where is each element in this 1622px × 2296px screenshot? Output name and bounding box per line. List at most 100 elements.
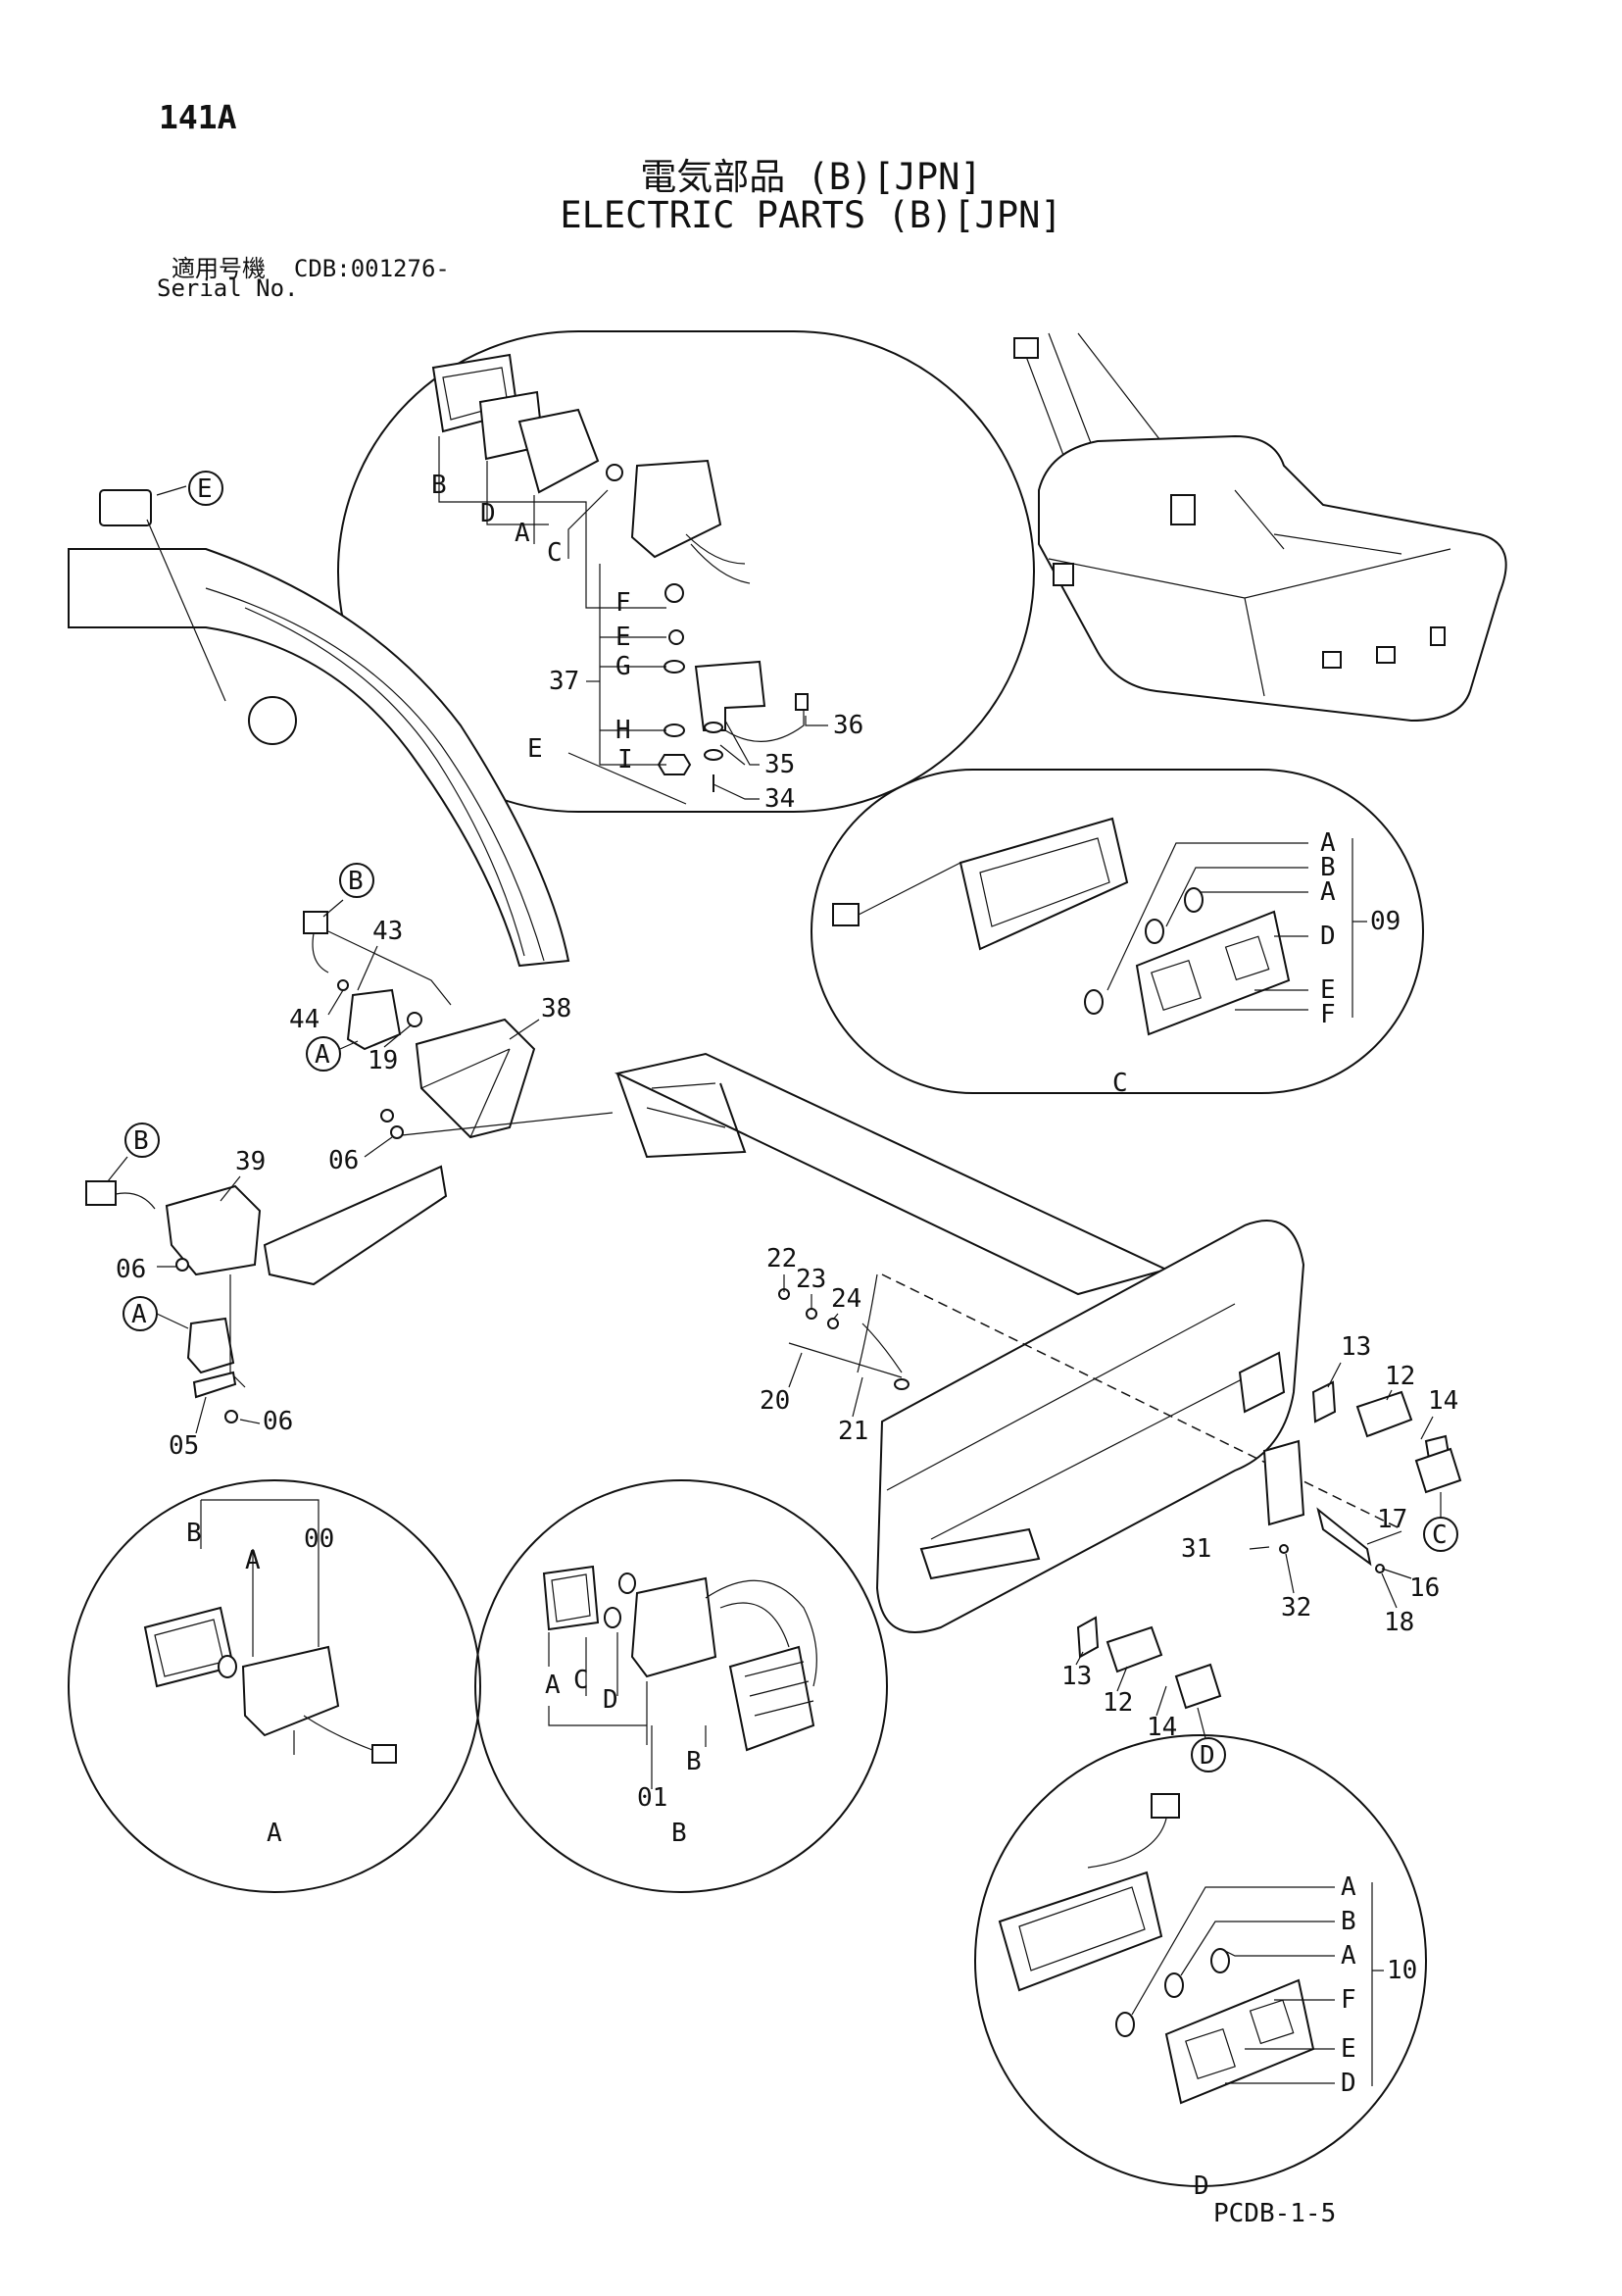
- main-frame: [263, 1052, 1169, 1296]
- c-bulb-1: [1084, 989, 1104, 1015]
- label-31: 31: [1181, 1534, 1211, 1564]
- b-bulb-2: [604, 1607, 621, 1628]
- label-12-right: 12: [1385, 1362, 1415, 1391]
- cover-12-lower: [1106, 1625, 1163, 1673]
- a-bulb: [218, 1655, 237, 1678]
- label-00: 00: [304, 1524, 334, 1554]
- detail-a: B A 00 A: [68, 1479, 481, 1893]
- e-letter-h: H: [615, 716, 631, 745]
- bulb-part: [606, 464, 623, 481]
- c-letter-d: D: [1320, 922, 1336, 951]
- d-bulb-1: [1115, 2012, 1135, 2037]
- boom-assembly: E: [68, 471, 570, 968]
- d-bulb-3: [1210, 1948, 1230, 1973]
- label-12-lower: 12: [1103, 1688, 1133, 1718]
- serial-label-japanese: 適用号機: [172, 255, 266, 282]
- callout-a-lower: A: [131, 1300, 147, 1329]
- washer-h: [664, 724, 685, 737]
- grommet-part: [795, 693, 809, 711]
- a-letter-b: B: [186, 1519, 202, 1548]
- callout-b-upper: B: [348, 867, 364, 896]
- e-letter-f: F: [615, 588, 631, 618]
- c-letter-b: B: [1320, 853, 1336, 882]
- serial-value: CDB:001276-: [293, 255, 450, 282]
- d-connector: [1151, 1793, 1180, 1819]
- label-35: 35: [764, 750, 795, 779]
- label-20: 20: [760, 1386, 790, 1416]
- label-17: 17: [1377, 1505, 1407, 1534]
- d-letter-e: E: [1341, 2034, 1356, 2064]
- label-36: 36: [833, 711, 863, 740]
- b-bezel: [542, 1565, 600, 1631]
- c-bulb-3: [1184, 887, 1204, 913]
- c-letter-a2: A: [1320, 877, 1336, 907]
- cab-work-light: [346, 988, 402, 1051]
- bar-17: [1316, 1507, 1372, 1567]
- detail-e-letter: E: [527, 734, 543, 764]
- label-14-right: 14: [1428, 1386, 1458, 1416]
- detail-b-frame: [474, 1479, 888, 1893]
- callout-e-circle: [188, 471, 223, 506]
- serial-line: 適用号機 CDB:001276-: [172, 249, 450, 283]
- lamp-c: [1414, 1447, 1462, 1494]
- counterweight: [875, 1220, 1305, 1633]
- c-connector: [832, 903, 860, 926]
- side-work-light: [186, 1317, 235, 1374]
- e-letter-d: D: [480, 499, 496, 528]
- b-letter-d: D: [603, 1685, 618, 1715]
- e-letter-c: C: [547, 538, 563, 568]
- b-letter-c: C: [573, 1666, 589, 1695]
- c-lamp-housing: [958, 817, 1129, 951]
- bracket-fasteners: [657, 583, 809, 792]
- page-title-english: ELECTRIC PARTS (B)[JPN]: [560, 194, 1062, 236]
- label-13-right: 13: [1341, 1332, 1371, 1362]
- page-title-japanese: 電気部品 (B)[JPN]: [640, 156, 982, 198]
- lamp-housing-part: [630, 459, 722, 559]
- counterweight-lamp-recess: [919, 1527, 1041, 1580]
- detail-e: B D A C F E G H I 37 36 35 34 E: [337, 330, 1035, 814]
- bracket-38: [415, 1018, 536, 1139]
- d-lens: [1164, 1978, 1315, 2105]
- detail-a-frame: [68, 1479, 481, 1893]
- connector-part: [303, 911, 328, 934]
- lamp-d: [1174, 1663, 1222, 1710]
- boom-arm: [68, 548, 570, 968]
- counterweight-assembly: 22 23 24 20 21 13 12 14 17 31 32 16 18 C…: [760, 1220, 1462, 1772]
- e-letter-g: G: [615, 652, 631, 681]
- c-letter-e: E: [1320, 975, 1336, 1005]
- serial-label-english: Serial No.: [157, 275, 299, 302]
- bracket-13-right: [1311, 1380, 1337, 1423]
- detail-d-letter: D: [1194, 2171, 1209, 2201]
- a-lamp-housing: [241, 1645, 340, 1737]
- connector-part-lower: [85, 1180, 117, 1206]
- a-letter-a: A: [245, 1546, 261, 1575]
- c-letter-f: F: [1320, 1000, 1336, 1029]
- bracket-31: [1262, 1439, 1305, 1526]
- label-19: 19: [368, 1046, 398, 1075]
- b-bulb-1: [618, 1572, 636, 1594]
- b-letter-a: A: [545, 1671, 561, 1700]
- label-21: 21: [838, 1417, 868, 1446]
- bolt-f: [664, 583, 684, 603]
- frame-plate: [614, 1052, 1169, 1296]
- e-letter-b: B: [431, 471, 447, 500]
- e-letter-e: E: [615, 623, 631, 652]
- callout-a-upper: A: [315, 1040, 330, 1070]
- c-bulb-2: [1145, 919, 1164, 944]
- callout-d: D: [1200, 1741, 1215, 1771]
- work-light-assembly: [431, 353, 751, 584]
- e-letter-i: I: [617, 745, 633, 774]
- detail-d-frame: [974, 1734, 1427, 2187]
- bracket-39: [165, 1184, 262, 1276]
- label-06-mid: 06: [116, 1255, 146, 1284]
- c-letter-a1: A: [1320, 828, 1336, 858]
- e-letter-a: A: [515, 519, 530, 548]
- d-lamp-housing: [998, 1871, 1163, 1992]
- d-letter-f: F: [1341, 1985, 1356, 2015]
- side-plate: [263, 1165, 448, 1286]
- b-letter-b: B: [686, 1747, 702, 1776]
- label-43: 43: [372, 917, 403, 946]
- detail-a-letter: A: [267, 1819, 282, 1848]
- label-16: 16: [1409, 1573, 1440, 1603]
